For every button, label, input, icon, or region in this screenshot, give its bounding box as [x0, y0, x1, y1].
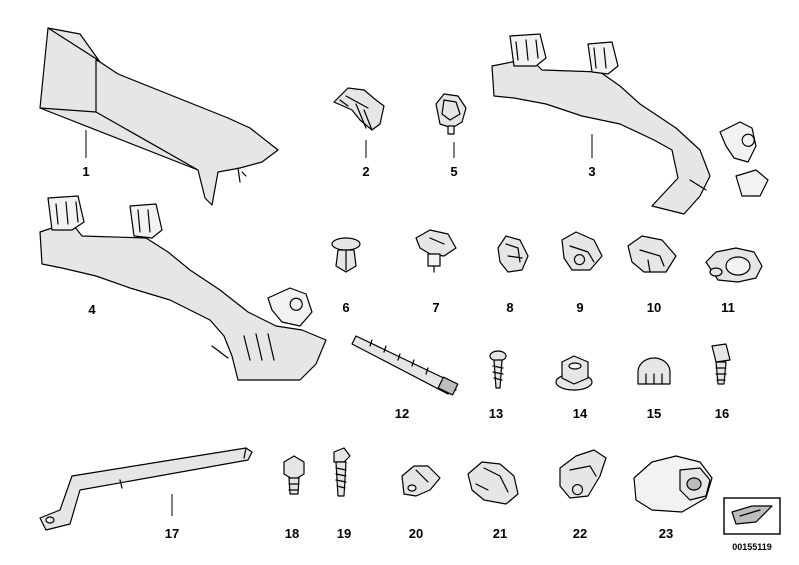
part-label-9: 9	[576, 300, 583, 315]
part-label-7: 7	[432, 300, 439, 315]
part-12-cable-tie[interactable]	[351, 335, 459, 396]
part-label-1: 1	[82, 164, 89, 179]
part-label-4: 4	[88, 302, 96, 317]
part-10-clip[interactable]	[627, 235, 677, 273]
part-label-19: 19	[337, 526, 351, 541]
part-13-screw[interactable]	[489, 350, 507, 389]
part-label-12: 12	[395, 406, 409, 421]
part-16-stud[interactable]	[711, 343, 731, 385]
diagram-code: 00155119	[732, 542, 772, 552]
part-22-clip[interactable]	[559, 449, 607, 499]
part-label-17: 17	[165, 526, 179, 541]
part-label-21: 21	[493, 526, 507, 541]
part-label-5: 5	[450, 164, 457, 179]
part-20-bracket-clip[interactable]	[401, 465, 441, 497]
part-label-14: 14	[573, 406, 588, 421]
part-5-clip[interactable]	[435, 93, 467, 135]
part-label-10: 10	[647, 300, 661, 315]
part-7-clip[interactable]	[415, 229, 457, 273]
part-label-13: 13	[489, 406, 503, 421]
part-4-bracket[interactable]	[39, 195, 327, 381]
part-label-23: 23	[659, 526, 673, 541]
part-6-push-rivet[interactable]	[331, 237, 361, 273]
part-2-clip[interactable]	[333, 87, 385, 131]
next-page-arrow-icon[interactable]	[723, 497, 781, 535]
part-label-6: 6	[342, 300, 349, 315]
part-label-2: 2	[362, 164, 369, 179]
part-18-bolt[interactable]	[283, 455, 305, 495]
part-label-3: 3	[588, 164, 595, 179]
part-9-clip[interactable]	[561, 231, 603, 271]
part-label-8: 8	[506, 300, 513, 315]
part-1-cover[interactable]	[39, 27, 279, 206]
part-21-clamp[interactable]	[467, 461, 519, 505]
part-17-support-rod[interactable]	[39, 447, 253, 531]
part-8-cable-holder[interactable]	[497, 235, 529, 273]
part-3-bracket[interactable]	[491, 33, 769, 215]
part-label-22: 22	[573, 526, 587, 541]
part-label-16: 16	[715, 406, 729, 421]
part-14-nut[interactable]	[555, 355, 593, 391]
part-19-stud-bolt[interactable]	[333, 447, 351, 497]
part-23-protective-cap[interactable]	[633, 455, 713, 513]
part-15-cap-nut[interactable]	[637, 357, 671, 385]
part-label-20: 20	[409, 526, 423, 541]
part-11-p-clamp[interactable]	[705, 247, 763, 283]
part-label-18: 18	[285, 526, 299, 541]
part-label-15: 15	[647, 406, 661, 421]
part-label-11: 11	[721, 300, 735, 315]
